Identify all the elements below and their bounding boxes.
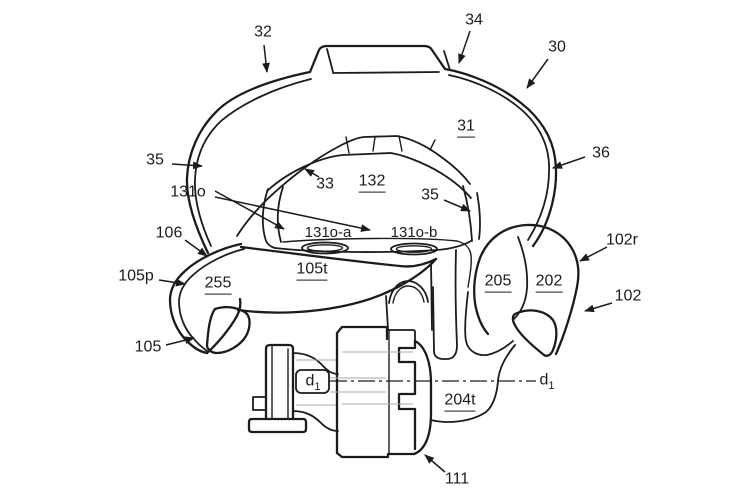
leader-35-right (443, 199, 471, 212)
ref-label-205: 205 (484, 273, 512, 293)
ref-label-102: 102 (614, 287, 642, 305)
ref-label-204t: 204t (444, 392, 476, 412)
axis-label-d1-right: d1 (539, 371, 555, 392)
band-105t (236, 245, 438, 314)
ref-label-106: 106 (155, 224, 183, 242)
leader-34 (458, 30, 471, 64)
ref-label-33: 33 (316, 175, 334, 193)
ref-label-105p: 105p (118, 267, 154, 285)
leader-131o-b (214, 196, 371, 232)
leader-36 (552, 156, 586, 169)
leader-35-left (171, 161, 203, 170)
leader-105p (158, 278, 186, 287)
ref-label-102r: 102r (605, 231, 639, 249)
leader-106 (184, 239, 208, 257)
ref-label-255: 255 (204, 275, 232, 295)
ref-label-34: 34 (465, 11, 483, 29)
axis-label-d1-right-sub: 1 (548, 379, 555, 392)
leader-102 (584, 302, 613, 313)
ref-label-111: 111 (444, 470, 470, 488)
hook-204t (430, 291, 516, 423)
ref-label-30: 30 (548, 38, 566, 56)
ref-label-131o: 131o (170, 183, 206, 201)
opening-131o-a (301, 241, 349, 255)
dome-ridge-line (236, 135, 472, 237)
opening-131o-b (390, 242, 438, 256)
ref-label-131o-b: 131o-b (390, 224, 438, 242)
ref-label-35-left: 35 (146, 151, 164, 169)
leader-32 (262, 44, 270, 73)
ref-label-131o-a: 131o-a (304, 224, 352, 242)
ref-label-105: 105 (134, 338, 162, 356)
ref-label-202: 202 (535, 273, 563, 293)
ref-label-105t: 105t (296, 261, 328, 281)
ref-label-35-right: 35 (421, 186, 439, 204)
leader-30 (526, 58, 549, 89)
ref-label-132: 132 (358, 173, 386, 193)
leader-33 (304, 168, 320, 178)
panel-side-bands (261, 185, 481, 249)
leader-102r (579, 246, 608, 262)
left-blade (168, 242, 251, 355)
leader-lines (158, 30, 613, 473)
right-stem (432, 249, 458, 360)
leader-105 (165, 336, 195, 346)
ref-label-32: 32 (254, 23, 272, 41)
ref-label-36: 36 (592, 144, 610, 162)
motor-assembly (247, 325, 433, 459)
center-stem (385, 261, 433, 331)
leader-111 (424, 454, 446, 473)
right-blade (473, 223, 580, 357)
leader-131o-a (214, 190, 285, 230)
axis-label-d1-left-sub: 1 (314, 380, 321, 393)
axis-label-d1-left: d1 (305, 372, 321, 393)
ref-label-31: 31 (457, 118, 475, 138)
shell-outline (185, 44, 558, 255)
